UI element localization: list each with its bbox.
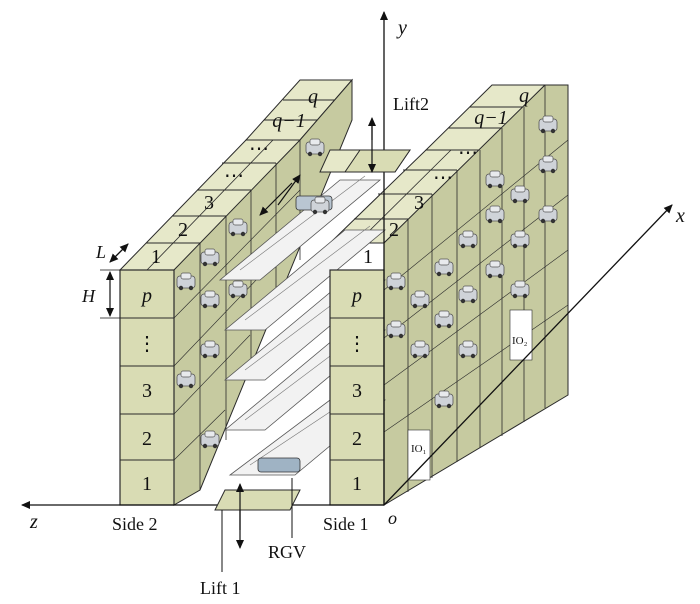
dimension-h-label: H (81, 286, 96, 306)
side2-row-label-dots: ⋮ (137, 333, 157, 355)
lift2: Lift2 (344, 94, 429, 173)
side1-top-label-dots-b: ⋯ (458, 142, 478, 164)
side1-front-column: 1 2 3 ⋮ p (329, 269, 385, 506)
side1-row-label-2: 2 (352, 428, 362, 450)
origin-label: o (388, 508, 397, 528)
io-label-back: IO₂ (512, 335, 528, 347)
io-label-front: IO₁ (411, 443, 427, 455)
x-axis-label: x (675, 205, 685, 227)
dimension-h: H (81, 269, 120, 319)
side1-top-label-q: q (519, 85, 529, 107)
dimension-l: L (95, 242, 129, 263)
side1-row-label-3: 3 (352, 380, 362, 402)
side1-label: Side 1 (323, 514, 369, 534)
axes: y x z o (21, 11, 685, 533)
side2-row-label-3: 3 (142, 380, 152, 402)
side2-top-label-q: q (308, 86, 318, 108)
side2-top-label-1: 1 (151, 246, 161, 268)
aisle-motion-arrow-back (259, 182, 293, 216)
rgv-label: RGV (268, 542, 306, 562)
side1-top-label-dots-a: ⋯ (433, 167, 453, 189)
side1-top-label-q-minus-1: q−1 (474, 107, 508, 129)
side1-top-label-3: 3 (414, 192, 424, 214)
side2-front-column: 1 2 3 ⋮ p (119, 269, 175, 506)
y-axis-label: y (396, 17, 407, 39)
side1-top-label-2: 2 (389, 219, 399, 241)
side1-top-label-1: 1 (363, 246, 373, 268)
side2-label: Side 2 (112, 514, 158, 534)
side2-top-label-3: 3 (204, 192, 214, 214)
side2-top-labels: 1 2 3 ⋯ ⋯ q−1 q (151, 86, 318, 268)
side2-row-label-2: 2 (142, 428, 152, 450)
rgv-callout: RGV (268, 478, 306, 562)
side2-top-label-q-minus-1: q−1 (272, 110, 306, 132)
lift1: Lift 1 (200, 483, 301, 598)
side1-top-labels: 1 2 3 ⋯ ⋯ q−1 q (363, 85, 529, 268)
side2-top-label-dots-b: ⋯ (249, 138, 269, 160)
side1-row-label-p: p (350, 285, 362, 307)
side2-top-label-dots-a: ⋯ (224, 165, 244, 187)
side2-top-label-2: 2 (178, 219, 188, 241)
side2-row-label-1: 1 (142, 473, 152, 495)
side2-row-label-p: p (140, 285, 152, 307)
x-axis-line (383, 204, 673, 506)
side1-row-label-dots: ⋮ (347, 333, 367, 355)
z-axis-label: z (29, 511, 38, 533)
lift1-label: Lift 1 (200, 578, 241, 598)
aisle-motion-arrow (277, 174, 301, 206)
dimension-l-label: L (95, 242, 106, 262)
lift2-label: Lift2 (393, 94, 429, 114)
side1-row-label-1: 1 (352, 473, 362, 495)
